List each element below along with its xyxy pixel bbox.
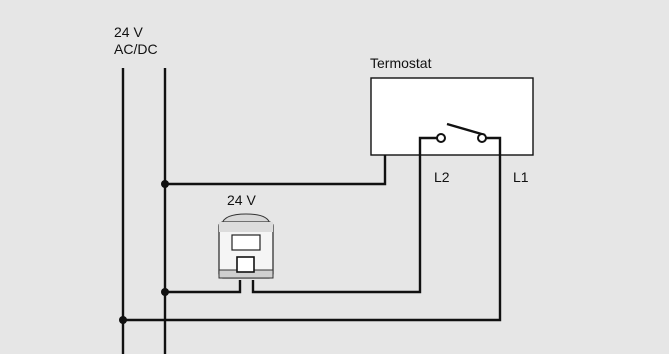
supply-voltage-label: 24 V xyxy=(114,24,143,40)
switch-terminal-left xyxy=(436,133,446,143)
wire-l2-to-actuator xyxy=(251,184,422,294)
thermostat-wire-l2-internal xyxy=(418,136,441,184)
actuator-voltage-label: 24 V xyxy=(227,192,256,208)
thermostat-box xyxy=(370,77,534,156)
junction-right-rail-top xyxy=(161,180,169,188)
wire-l1-to-left-rail xyxy=(123,184,502,322)
supply-type-label: AC/DC xyxy=(114,41,158,57)
switch-blade xyxy=(446,122,486,137)
junction-left-rail xyxy=(119,316,127,324)
switch-terminal-right xyxy=(477,133,487,143)
wire-thermostat-supply xyxy=(165,155,387,186)
thermostat-wire-l1-internal xyxy=(482,136,502,184)
thermostat-label: Termostat xyxy=(370,55,432,71)
wire-actuator-to-rail xyxy=(165,280,242,294)
thermal-actuator-icon xyxy=(218,213,274,279)
terminal-l2-label: L2 xyxy=(434,169,450,185)
terminal-l1-label: L1 xyxy=(513,169,529,185)
junction-right-rail-bottom xyxy=(161,288,169,296)
